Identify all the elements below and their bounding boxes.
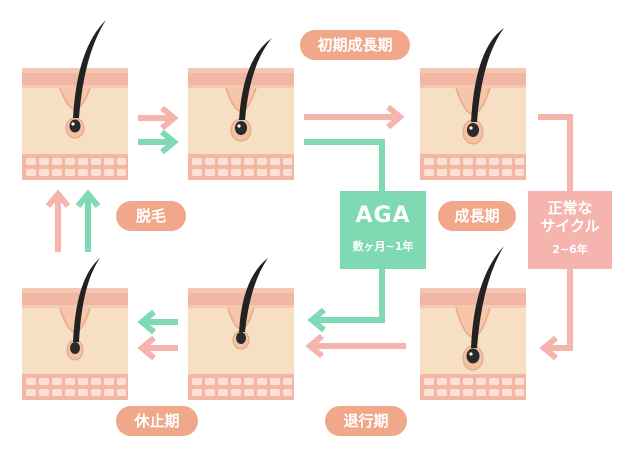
normal-cycle-box: 正常な サイクル 2~6年	[528, 191, 612, 269]
aga-box: AGA 数ヶ月~1年	[340, 191, 426, 269]
panel-growth	[420, 28, 526, 180]
normal-cycle-title-1: 正常な	[547, 199, 593, 217]
normal-cycle-title-2: サイクル	[540, 217, 600, 235]
hair-icon	[471, 246, 504, 348]
arrow-initial-to-growth	[304, 104, 405, 130]
label-regression: 退行期	[325, 406, 407, 436]
hair-icon	[73, 258, 100, 342]
label-shedding: 脱毛	[116, 201, 186, 231]
arrow-up-pink	[45, 189, 71, 252]
hair-icon	[239, 258, 268, 332]
hair-icon	[471, 28, 504, 122]
panel-resting	[22, 258, 128, 400]
aga-title: AGA	[355, 203, 411, 228]
aga-duration: 数ヶ月~1年	[352, 240, 414, 253]
arrow-left-green	[137, 309, 178, 335]
label-resting: 休止期	[116, 406, 198, 436]
label-initial-growth: 初期成長期	[300, 30, 410, 60]
panel-initial	[22, 20, 128, 180]
label-growth: 成長期	[438, 201, 516, 231]
arrow-right-green	[138, 129, 179, 155]
arrow-left-pink	[137, 335, 178, 361]
panel-regression-start	[420, 246, 526, 400]
normal-cycle-duration: 2~6年	[552, 243, 588, 256]
arrow-right-pink	[138, 105, 179, 131]
hair-icon	[239, 38, 272, 120]
arrow-regression-pink	[305, 333, 406, 359]
panel-early-growth	[188, 38, 294, 180]
panel-regression	[188, 258, 294, 400]
hair-icon	[73, 20, 106, 118]
arrow-up-green	[75, 189, 101, 252]
